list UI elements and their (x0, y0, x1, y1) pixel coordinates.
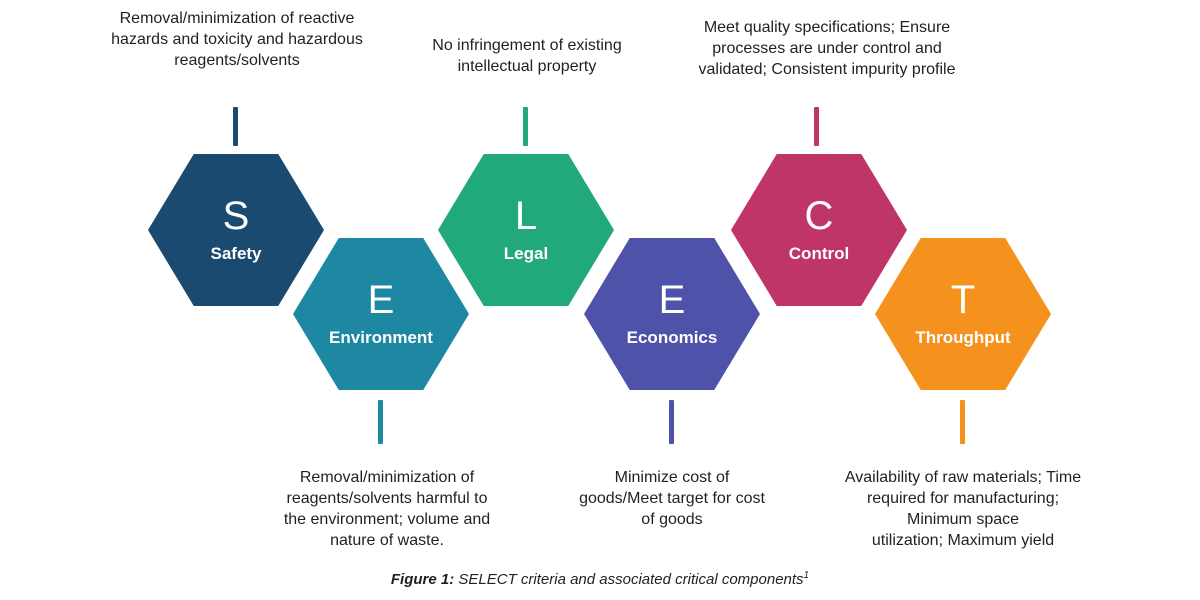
hexagon-economics: E Economics (584, 238, 760, 390)
connector-safety-tick (233, 107, 238, 146)
hexagon-control-letter: C (804, 194, 834, 238)
hexagon-safety: S Safety (148, 154, 324, 306)
annotation-economics: Minimize cost of goods/Meet target for c… (579, 469, 765, 528)
caption-text: SELECT criteria and associated critical … (454, 571, 804, 588)
caption-superscript: 1 (803, 570, 810, 581)
hexagon-environment-letter: E (367, 278, 395, 322)
hexagon-environment-label: Environment (329, 328, 433, 347)
hexagon-legal-label: Legal (503, 244, 549, 263)
hexagon-economics-letter: E (658, 278, 686, 322)
connector-throughput-tick (960, 400, 965, 444)
figure-caption: Figure 1: SELECT criteria and associated… (0, 570, 1200, 588)
hexagon-throughput: T Throughput (875, 238, 1051, 390)
hexagon-legal-letter: L (514, 194, 538, 238)
hexagon-legal: L Legal (438, 154, 614, 306)
annotation-safety: Removal/minimization of reactive hazards… (111, 10, 363, 69)
connector-control-tick (814, 107, 819, 146)
annotation-environment: Removal/minimization of reagents/solvent… (283, 469, 491, 549)
hexagon-economics-label: Economics (626, 328, 718, 347)
hexagon-control: C Control (731, 154, 907, 306)
connector-environment-tick (378, 400, 383, 444)
caption-prefix: Figure 1: (390, 571, 455, 588)
hexagon-environment: E Environment (293, 238, 469, 390)
hexagon-safety-label: Safety (210, 244, 262, 263)
hexagon-control-label: Control (788, 244, 850, 263)
annotation-legal: No infringement of existing intellectual… (432, 37, 622, 75)
hexagon-safety-letter: S (222, 194, 250, 238)
connector-economics-tick (669, 400, 674, 444)
annotation-throughput: Availability of raw materials; Time requ… (844, 469, 1082, 549)
hexagon-throughput-letter: T (950, 278, 976, 322)
annotation-control: Meet quality specifications; Ensure proc… (698, 19, 956, 78)
hexagon-throughput-label: Throughput (915, 328, 1011, 347)
connector-legal-tick (523, 107, 528, 146)
